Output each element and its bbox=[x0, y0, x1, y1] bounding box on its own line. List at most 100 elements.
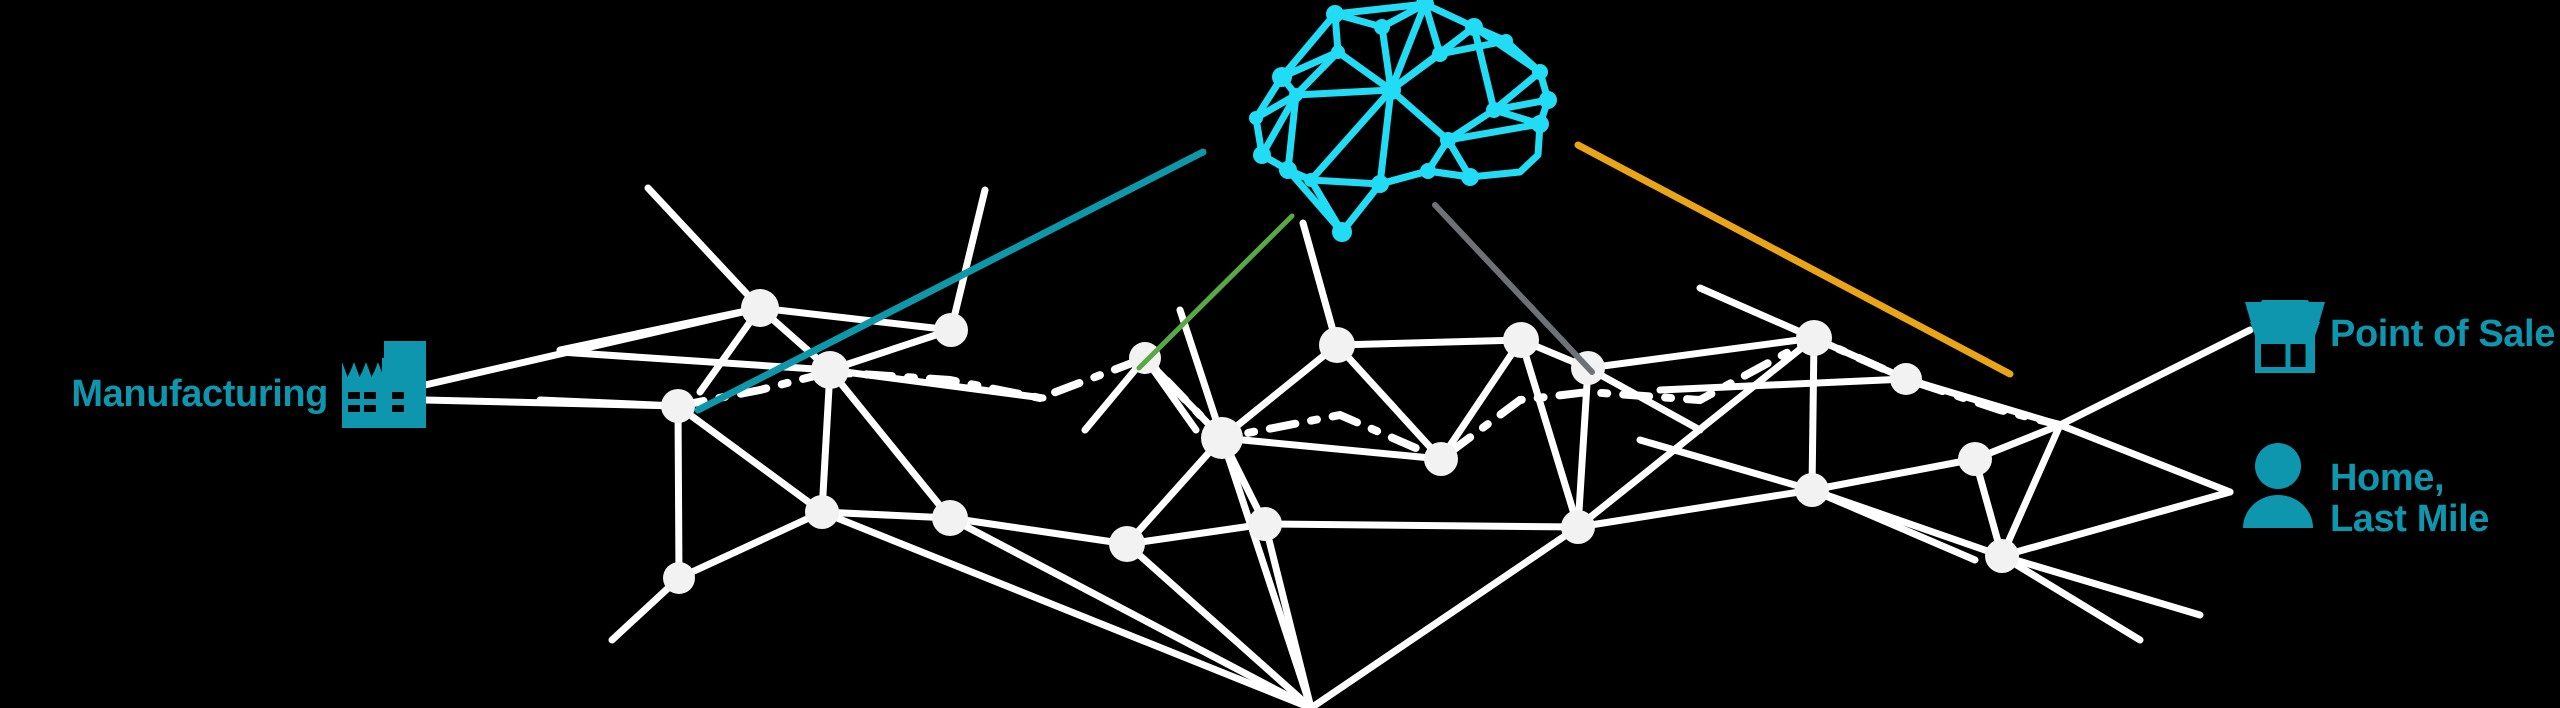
edge bbox=[1808, 455, 1979, 494]
edge bbox=[826, 326, 955, 374]
factory-icon bbox=[342, 341, 426, 428]
edge bbox=[1574, 486, 1816, 531]
brain-edge bbox=[1446, 107, 1496, 143]
brain-edge bbox=[1335, 49, 1394, 93]
network-node bbox=[1890, 363, 1922, 395]
network-node bbox=[1109, 526, 1145, 562]
edge bbox=[1998, 552, 2204, 619]
edge bbox=[1307, 523, 1582, 708]
edge bbox=[1218, 434, 1445, 463]
brain-edge bbox=[1280, 48, 1340, 81]
brain-edge bbox=[1388, 87, 1451, 143]
edge bbox=[1261, 520, 1315, 708]
brain-edge bbox=[1491, 69, 1543, 113]
edge bbox=[818, 366, 834, 516]
person-icon bbox=[2243, 443, 2313, 528]
edge bbox=[675, 508, 826, 582]
network-node bbox=[1129, 342, 1161, 374]
network-node bbox=[1503, 322, 1539, 358]
network-node bbox=[805, 495, 839, 529]
connector-gray-line bbox=[1432, 202, 1595, 375]
brain-edge bbox=[1388, 51, 1443, 93]
label-home-last-mile: Home, Last Mile bbox=[2330, 457, 2489, 541]
edge bbox=[2056, 421, 2234, 496]
connector-teal-line bbox=[694, 148, 1207, 414]
edge bbox=[1261, 520, 1582, 531]
network-node bbox=[811, 351, 849, 389]
brain-edge bbox=[1258, 93, 1300, 157]
brain-edge bbox=[1308, 87, 1394, 183]
brain-nodes bbox=[1249, 0, 1557, 242]
edge bbox=[1123, 434, 1226, 548]
edge bbox=[826, 366, 954, 522]
edge bbox=[1808, 486, 1979, 564]
edge bbox=[1584, 334, 1818, 372]
network-node bbox=[1319, 327, 1355, 363]
edge bbox=[1333, 336, 1525, 349]
brain-edge bbox=[1387, 2, 1429, 92]
edge bbox=[1437, 336, 1525, 463]
highlighted-route-path bbox=[674, 333, 2064, 464]
network-node bbox=[1561, 510, 1595, 544]
edge bbox=[1333, 341, 1445, 463]
brain-edge bbox=[1284, 94, 1300, 171]
edge bbox=[818, 508, 954, 522]
network-node bbox=[661, 389, 695, 423]
edge bbox=[946, 514, 1315, 708]
edge bbox=[536, 396, 682, 410]
edge bbox=[1517, 336, 1582, 531]
storefront-icon bbox=[2245, 300, 2325, 373]
network-node bbox=[741, 289, 779, 327]
edge bbox=[1636, 436, 1816, 494]
network-node bbox=[932, 500, 968, 536]
brain-edge bbox=[1339, 181, 1383, 235]
brain-edge bbox=[1295, 86, 1392, 99]
brain-edge bbox=[1293, 49, 1341, 98]
brain-edge bbox=[1279, 11, 1338, 80]
edge bbox=[1998, 421, 2064, 560]
brain-edge bbox=[1470, 26, 1498, 111]
brain-edge bbox=[1307, 178, 1346, 234]
brain-edge bbox=[1254, 91, 1298, 122]
edge bbox=[2056, 326, 2254, 429]
network-node bbox=[1796, 320, 1832, 356]
network-node bbox=[934, 313, 968, 347]
network-nodes bbox=[661, 289, 2019, 594]
brain-edge bbox=[1376, 89, 1395, 185]
label-point-of-sale: Point of Sale bbox=[2330, 313, 2555, 355]
edge bbox=[1176, 306, 1226, 442]
network-node bbox=[1795, 473, 1829, 507]
edge bbox=[1998, 552, 2144, 644]
edge bbox=[1123, 540, 1315, 708]
network-node bbox=[663, 562, 695, 594]
edge bbox=[1696, 284, 1818, 342]
brain-edge bbox=[1447, 120, 1541, 144]
edge bbox=[947, 186, 989, 334]
edge bbox=[1998, 488, 2234, 560]
network-node bbox=[1424, 442, 1458, 476]
brain-edge bbox=[1472, 24, 1542, 75]
edge bbox=[1299, 219, 1341, 349]
edge bbox=[1574, 334, 1818, 531]
brain-edge bbox=[1310, 176, 1381, 188]
edge bbox=[818, 508, 1315, 708]
edge bbox=[674, 402, 683, 582]
edge bbox=[556, 304, 764, 354]
network-node bbox=[1201, 417, 1243, 459]
brain-edge bbox=[1378, 26, 1395, 91]
edge bbox=[644, 184, 764, 312]
edge bbox=[756, 304, 955, 334]
network-node bbox=[1958, 442, 1992, 476]
network-node bbox=[1985, 539, 2019, 573]
brain-edge bbox=[1493, 96, 1549, 114]
connector-green-line bbox=[1136, 213, 1295, 371]
edge bbox=[1656, 375, 1910, 394]
edge bbox=[946, 514, 1131, 548]
edge bbox=[674, 402, 826, 516]
edge bbox=[1218, 341, 1341, 442]
connector-orange-line bbox=[1574, 141, 2014, 378]
edge bbox=[1808, 334, 1818, 494]
label-manufacturing: Manufacturing bbox=[71, 373, 328, 415]
